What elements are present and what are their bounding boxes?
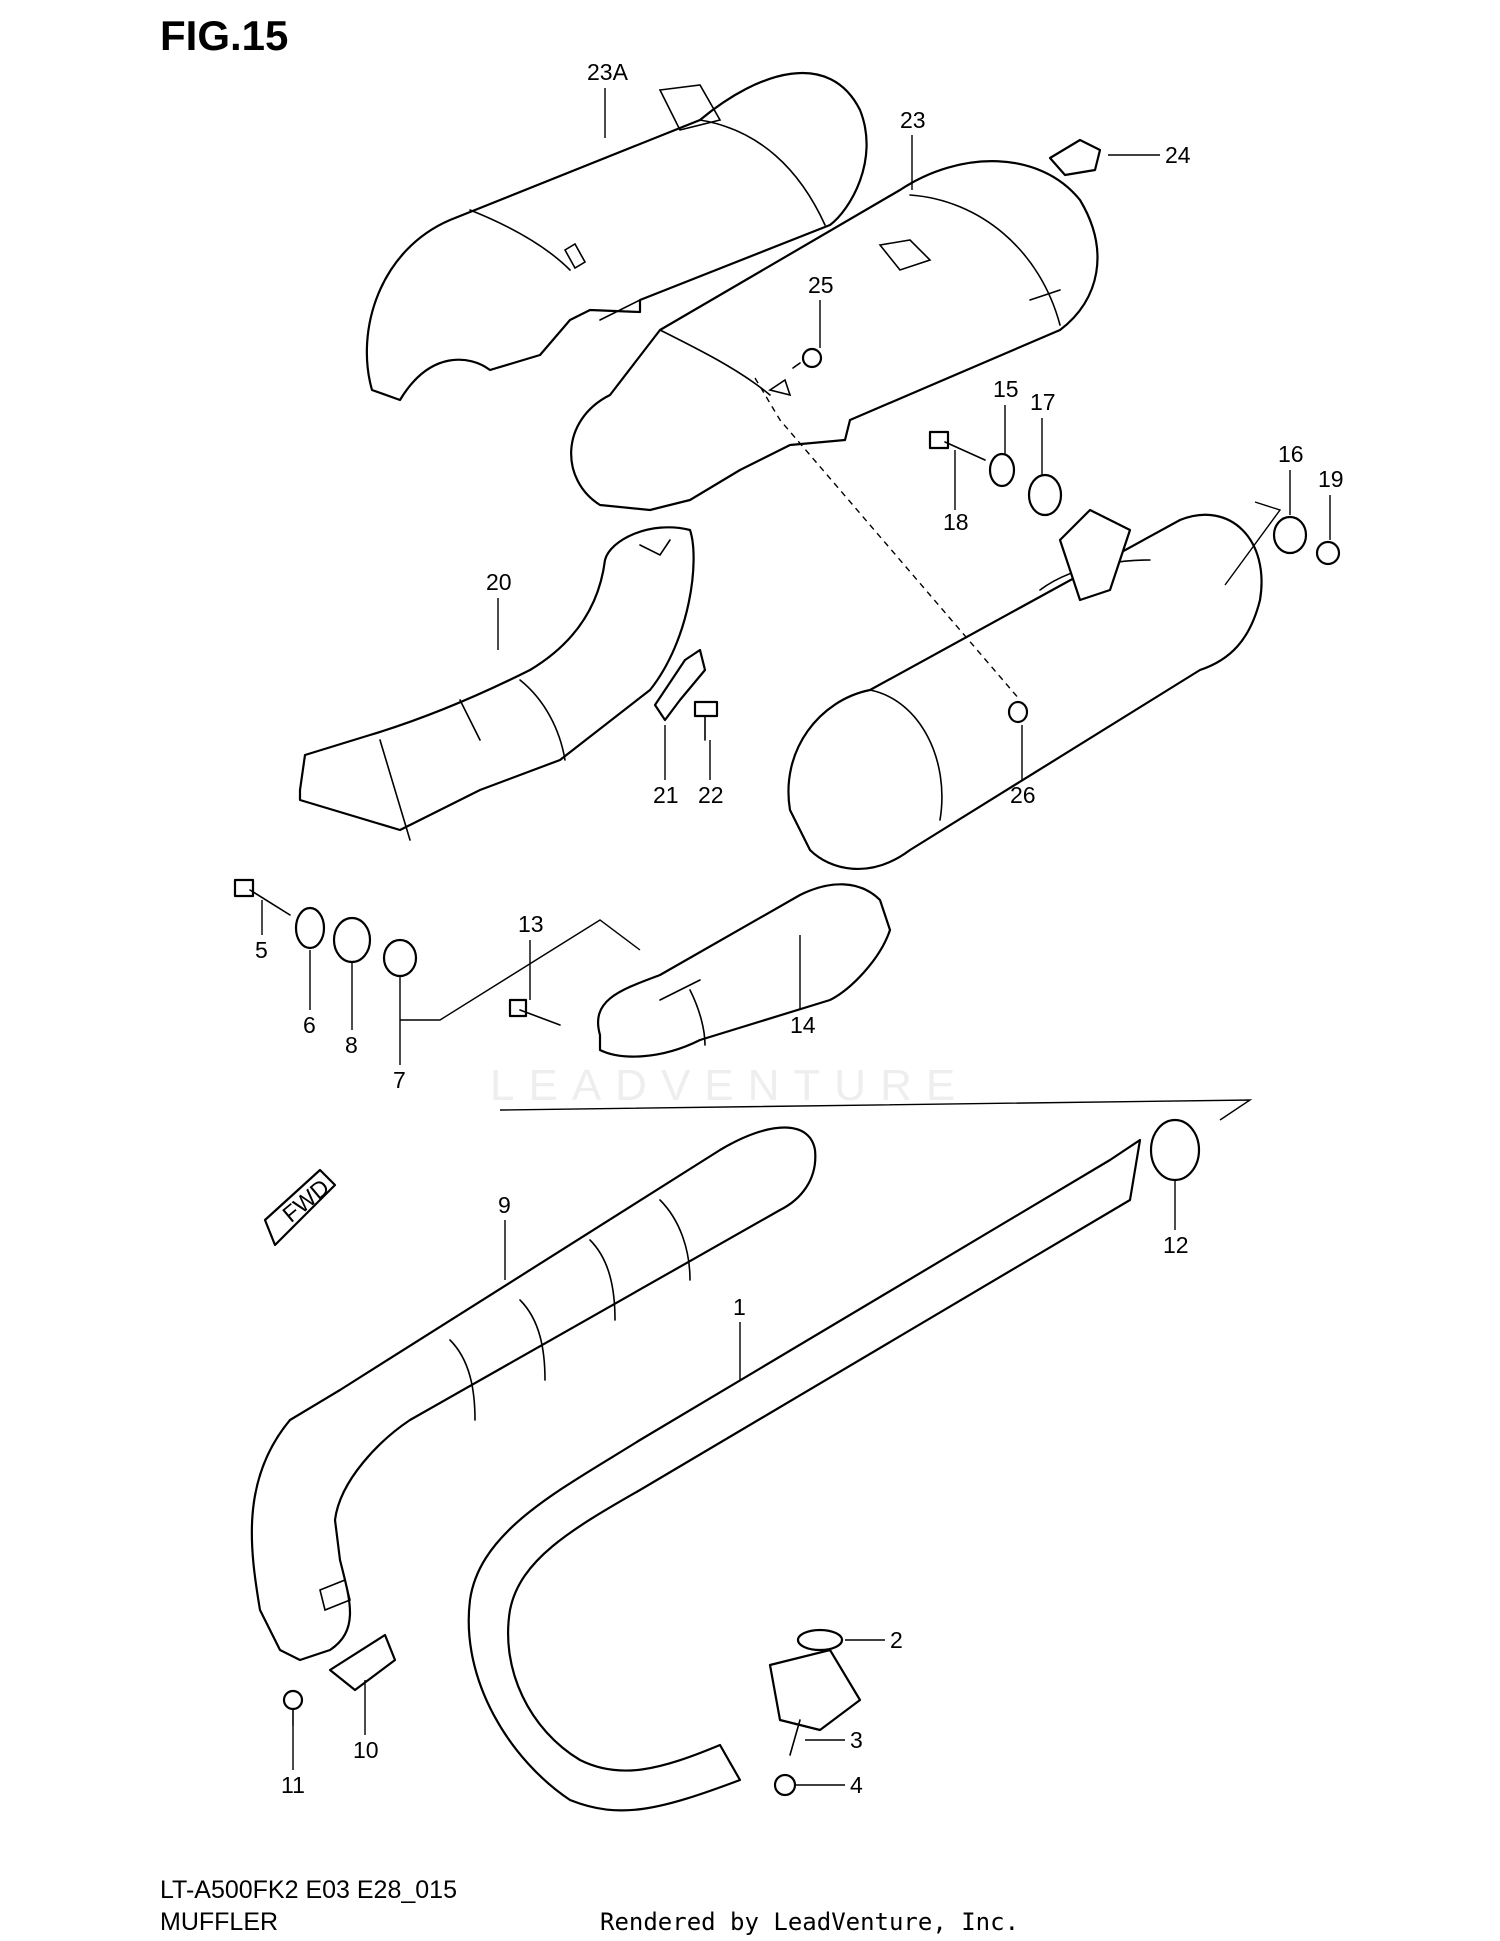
figure-caption: MUFFLER (160, 1908, 279, 1936)
callout-19: 19 (1318, 466, 1344, 492)
exhaust-pipe-1 (467, 1138, 1142, 1812)
grommet-8 (332, 916, 372, 964)
callout-6: 6 (303, 1012, 316, 1038)
callout-26: 26 (1010, 782, 1036, 808)
grommet-17 (1027, 473, 1063, 517)
callout-5: 5 (255, 937, 268, 963)
callout-7: 7 (393, 1067, 406, 1093)
bracket-10 (328, 1633, 397, 1692)
callout-18: 18 (943, 509, 969, 535)
bolt-18 (928, 430, 986, 461)
screw-25 (792, 347, 823, 369)
clip-24 (1048, 138, 1102, 177)
figure-code: LT-A500FK2 E03 E28_015 (160, 1876, 457, 1904)
bolt-22 (693, 700, 719, 741)
callout-3: 3 (850, 1727, 863, 1753)
bolt-5 (233, 878, 291, 916)
heat-shield-20 (298, 526, 695, 841)
callout-2: 2 (890, 1627, 903, 1653)
callout-21: 21 (653, 782, 679, 808)
gasket-12 (1149, 1118, 1201, 1182)
callout-labels: 23A 23 24 25 15 17 16 19 18 20 21 22 26 … (255, 59, 1344, 1798)
bracket-21 (653, 648, 707, 722)
collar-7 (382, 938, 418, 978)
figure-title: FIG.15 (160, 12, 289, 59)
callout-17: 17 (1030, 389, 1056, 415)
nut-4 (773, 1773, 797, 1797)
bolt-13 (508, 998, 561, 1026)
callout-24: 24 (1165, 142, 1191, 168)
forward-direction-arrow: FWD (263, 1168, 337, 1247)
callout-23: 23 (900, 107, 926, 133)
stud-3 (789, 1719, 801, 1756)
callout-9: 9 (498, 1192, 511, 1218)
heat-shield-cover-23 (570, 160, 1099, 512)
callout-12: 12 (1163, 1232, 1189, 1258)
heat-shield-cover-23a (365, 72, 868, 402)
callout-23a: 23A (587, 59, 629, 85)
heat-shield-9 (250, 1126, 817, 1662)
washer-15 (988, 452, 1016, 488)
callout-4: 4 (850, 1772, 863, 1798)
callout-25: 25 (808, 272, 834, 298)
washer-6 (294, 906, 326, 950)
callout-13: 13 (518, 911, 544, 937)
callout-20: 20 (486, 569, 512, 595)
bolt-11 (282, 1689, 304, 1726)
render-credit: Rendered by LeadVenture, Inc. (600, 1908, 1020, 1936)
watermark-text: LEADVENTURE (490, 1061, 969, 1110)
nut-19 (1315, 540, 1341, 566)
callout-22: 22 (698, 782, 724, 808)
silencer-14 (597, 508, 1263, 1058)
callout-1: 1 (733, 1294, 746, 1320)
washer-26 (1007, 700, 1029, 724)
callout-8: 8 (345, 1032, 358, 1058)
callout-16: 16 (1278, 441, 1304, 467)
callout-15: 15 (993, 376, 1019, 402)
callout-10: 10 (353, 1737, 379, 1763)
leader-lines (261, 88, 1331, 1786)
collar-16 (1272, 515, 1308, 555)
callout-14: 14 (790, 1012, 816, 1038)
callout-11: 11 (281, 1772, 305, 1798)
gasket-2 (796, 1628, 844, 1652)
